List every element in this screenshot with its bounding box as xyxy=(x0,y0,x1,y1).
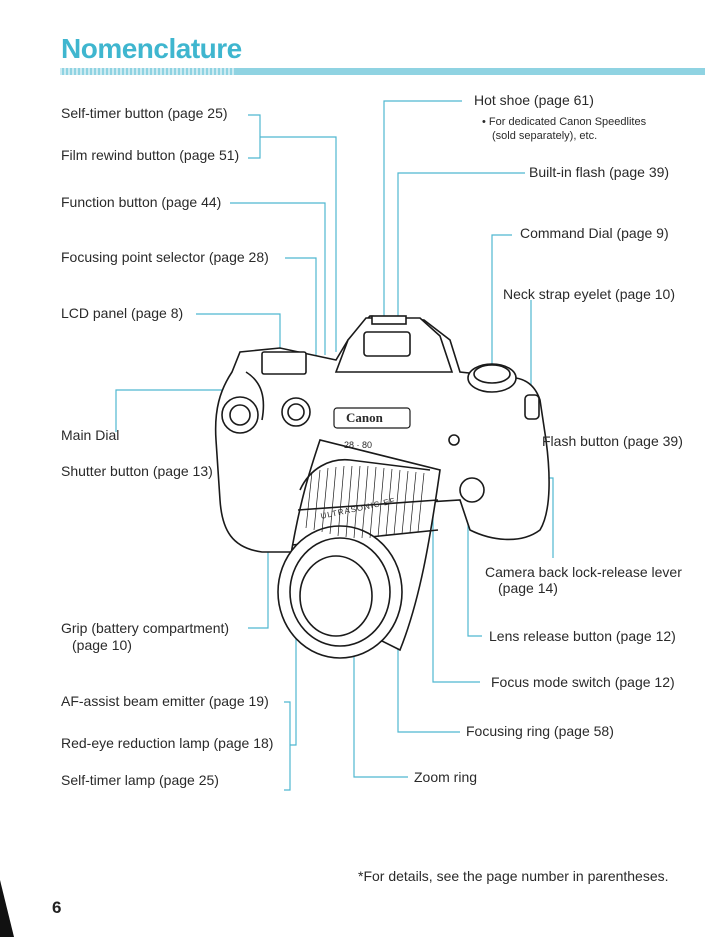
label-hot-shoe-note-line1: • For dedicated Canon Speedlites xyxy=(482,116,647,128)
label-self-timer-lamp: Self-timer lamp (page 25) xyxy=(61,772,219,788)
label-hot-shoe: Hot shoe (page 61) xyxy=(474,92,594,108)
lens-zoom-marks: 28 · 80 xyxy=(344,440,373,450)
label-af-assist-beam-emitter: AF-assist beam emitter (page 19) xyxy=(61,693,269,709)
label-grip-line1: Grip (battery compartment) xyxy=(61,620,230,636)
title-rule-pattern xyxy=(60,68,236,75)
page-title: Nomenclature xyxy=(61,33,242,64)
label-zoom-ring: Zoom ring xyxy=(414,769,478,785)
label-shutter-button: Shutter button (page 13) xyxy=(61,463,213,479)
label-grip-line2: (page 10) xyxy=(72,637,132,653)
label-self-timer-button: Self-timer button (page 25) xyxy=(61,105,228,121)
lens-ribbing xyxy=(305,465,425,539)
label-focus-mode-switch: Focus mode switch (page 12) xyxy=(491,674,675,690)
camera-body xyxy=(214,315,550,553)
label-camera-back-lock-line1: Camera back lock-release lever xyxy=(485,564,682,580)
label-hot-shoe-note-line2: (sold separately), etc. xyxy=(492,130,598,142)
label-focusing-ring: Focusing ring (page 58) xyxy=(466,723,614,739)
label-focusing-point-selector: Focusing point selector (page 28) xyxy=(61,249,269,265)
label-lcd-panel: LCD panel (page 8) xyxy=(61,305,184,321)
page-number: 6 xyxy=(52,898,62,917)
footer-note: *For details, see the page number in par… xyxy=(358,868,669,884)
page-corner-mark xyxy=(0,880,14,937)
label-lens-release-button: Lens release button (page 12) xyxy=(489,628,676,644)
label-main-dial: Main Dial xyxy=(61,427,120,443)
label-flash-button: Flash button (page 39) xyxy=(542,433,683,449)
label-function-button: Function button (page 44) xyxy=(61,194,222,210)
label-built-in-flash: Built-in flash (page 39) xyxy=(529,164,670,180)
label-film-rewind-button: Film rewind button (page 51) xyxy=(61,147,240,163)
label-neck-strap-eyelet: Neck strap eyelet (page 10) xyxy=(503,286,675,302)
camera-brand-text: Canon xyxy=(346,410,383,425)
label-camera-back-lock-line2: (page 14) xyxy=(498,580,558,596)
title-rule xyxy=(60,68,705,75)
brand-plate xyxy=(333,407,411,429)
lens xyxy=(277,439,441,659)
label-command-dial: Command Dial (page 9) xyxy=(520,225,669,241)
label-red-eye-reduction-lamp: Red-eye reduction lamp (page 18) xyxy=(61,735,274,751)
